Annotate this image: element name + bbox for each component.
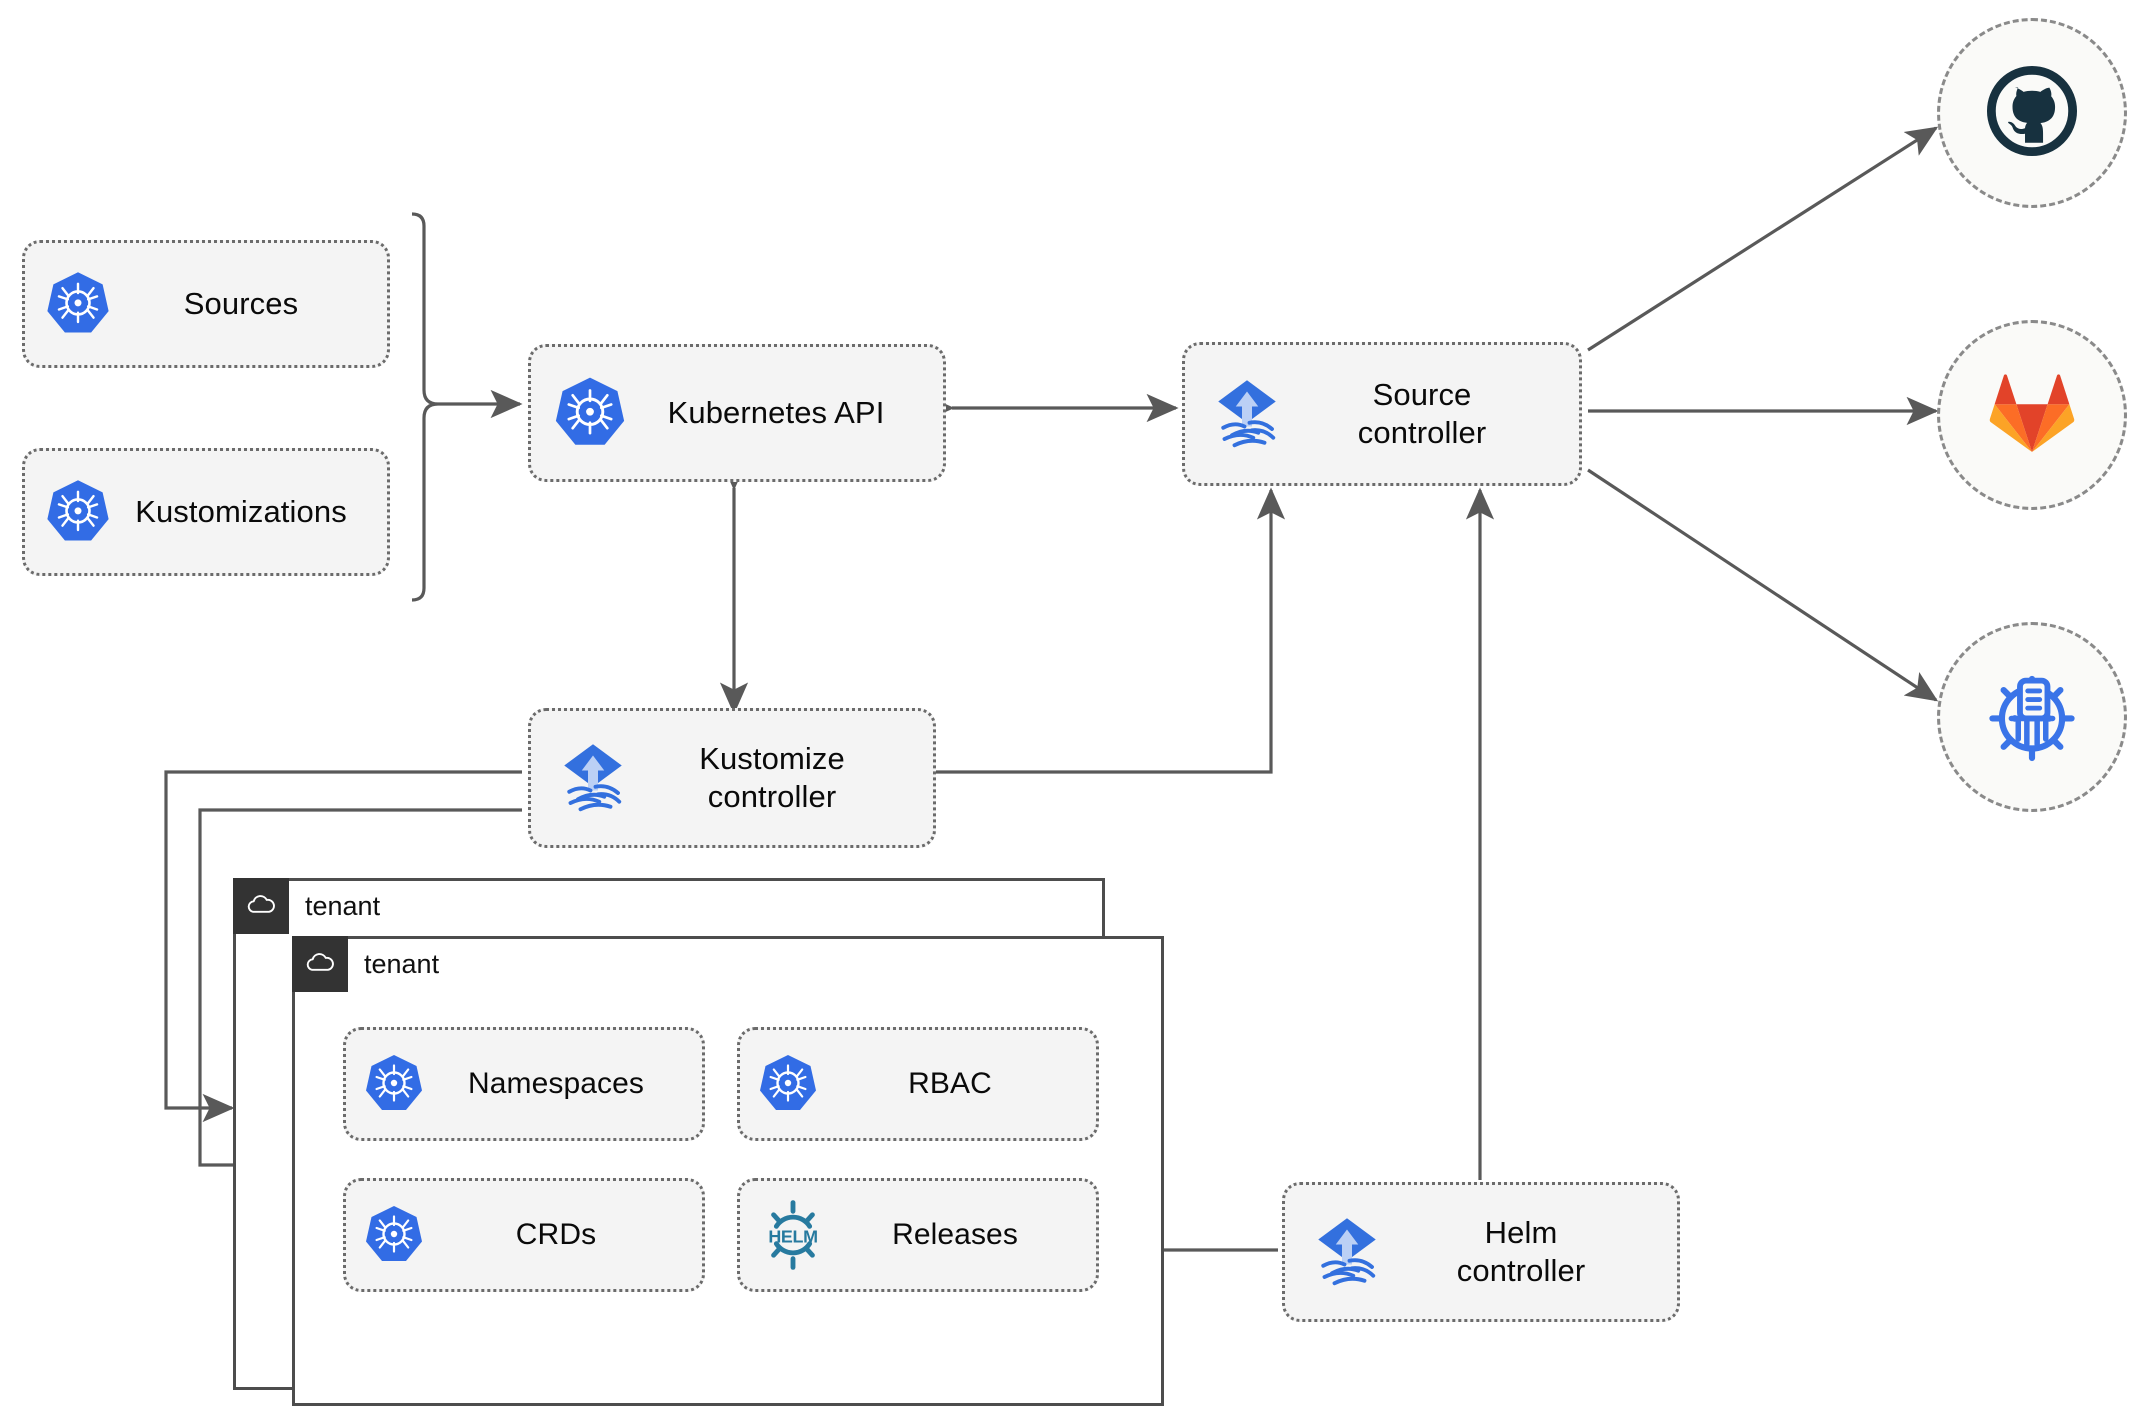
tenant-label: tenant xyxy=(305,890,381,921)
node-sources[interactable]: Sources xyxy=(22,240,390,368)
kubernetes-icon xyxy=(362,1203,426,1267)
node-namespaces[interactable]: Namespaces xyxy=(343,1027,705,1141)
node-releases[interactable]: HELM Releases xyxy=(737,1178,1099,1292)
node-label: Source controller xyxy=(1357,377,1487,450)
provider-gitlab[interactable] xyxy=(1937,320,2127,510)
tenant-header: tenant xyxy=(292,936,439,992)
node-label: Helm controller xyxy=(1456,1215,1586,1288)
node-label: CRDs xyxy=(515,1217,597,1251)
helm-icon: HELM xyxy=(756,1198,830,1272)
kubernetes-icon xyxy=(43,477,113,547)
gitlab-icon xyxy=(1980,361,2084,470)
provider-github[interactable] xyxy=(1937,18,2127,208)
flux-icon xyxy=(553,738,633,818)
svg-text:HELM: HELM xyxy=(768,1227,817,1247)
node-label: Releases xyxy=(892,1217,1018,1251)
wire-sourcectrl-oci xyxy=(1587,468,1939,702)
node-label: Namespaces xyxy=(467,1066,645,1100)
kubernetes-icon xyxy=(362,1052,426,1116)
kubernetes-icon xyxy=(551,374,629,452)
flux-oci-icon xyxy=(1977,660,2087,775)
node-kustomizations[interactable]: Kustomizations xyxy=(22,448,390,576)
group-brace xyxy=(411,212,439,602)
kubernetes-icon xyxy=(43,269,113,339)
tenant-label: tenant xyxy=(364,948,440,979)
node-kustomize-controller[interactable]: Kustomize controller xyxy=(528,708,936,848)
tenant-header: tenant xyxy=(233,878,380,934)
flux-icon xyxy=(1307,1212,1387,1292)
wire-sourcectrl-github xyxy=(1587,126,1939,352)
kubernetes-icon xyxy=(756,1052,820,1116)
node-label: Kubernetes API xyxy=(667,395,885,431)
cloud-icon xyxy=(233,878,289,934)
node-label: RBAC xyxy=(908,1066,992,1100)
wire-kustomizectrl-sourcectrl xyxy=(934,487,1286,774)
node-label: Sources xyxy=(183,286,299,322)
node-crds[interactable]: CRDs xyxy=(343,1178,705,1292)
node-label: Kustomize controller xyxy=(699,741,845,814)
node-rbac[interactable]: RBAC xyxy=(737,1027,1099,1141)
tenant-box-inner[interactable]: tenant xyxy=(292,936,1164,1406)
node-kubernetes-api[interactable]: Kubernetes API xyxy=(528,344,946,482)
node-helm-controller[interactable]: Helm controller xyxy=(1282,1182,1680,1322)
provider-oci-registry[interactable] xyxy=(1937,622,2127,812)
flux-icon xyxy=(1207,374,1287,454)
node-source-controller[interactable]: Source controller xyxy=(1182,342,1582,486)
node-label: Kustomizations xyxy=(135,494,347,530)
github-icon xyxy=(1980,59,2084,168)
cloud-icon xyxy=(292,936,348,992)
